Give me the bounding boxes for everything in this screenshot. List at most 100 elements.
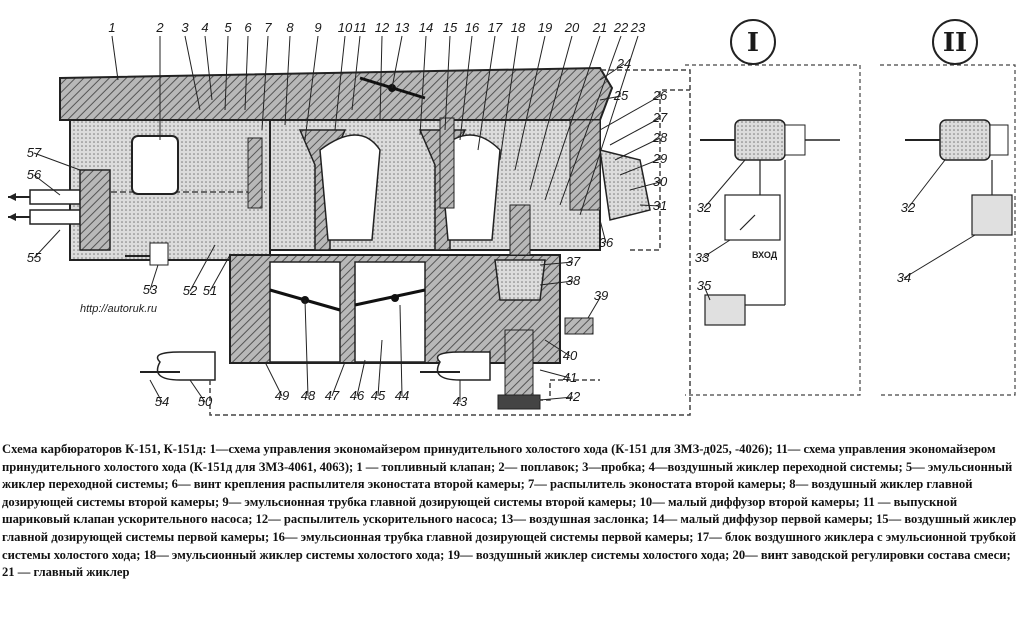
leader-15: [444, 35, 451, 131]
leader-52: [189, 244, 216, 292]
callout-15: 15: [443, 20, 458, 35]
callout-7: 7: [264, 20, 272, 35]
callout-3: 3: [181, 20, 189, 35]
callout-14: 14: [419, 20, 433, 35]
leader-38: [539, 280, 574, 286]
leader-29: [619, 158, 661, 176]
callout-32-panel-2: 32: [901, 200, 916, 215]
leader-19: [514, 35, 546, 171]
callout-26: 26: [652, 88, 668, 103]
leader-14: [419, 35, 427, 136]
leader-7: [261, 35, 269, 131]
control-scheme-panel-2: [880, 64, 1016, 396]
callout-44: 44: [395, 388, 409, 403]
callout-11: 11: [353, 20, 367, 35]
callout-34: 34: [897, 270, 911, 285]
callout-5: 5: [224, 20, 232, 35]
leader-47: [331, 361, 346, 397]
leader-3: [184, 35, 201, 111]
leader-53: [149, 264, 159, 291]
callout-17: 17: [488, 20, 503, 35]
leader-34: [903, 234, 976, 279]
panel-2-label: II: [943, 28, 967, 58]
figure-caption: Схема карбюраторов К-151, К-151д: 1—схем…: [2, 442, 1017, 580]
callout-48: 48: [301, 388, 316, 403]
callout-47: 47: [325, 388, 340, 403]
callout-16: 16: [465, 20, 480, 35]
callout-2: 2: [155, 20, 164, 35]
leader-46: [356, 359, 366, 397]
leader-23: [579, 35, 639, 216]
callout-19: 19: [538, 20, 552, 35]
leader-50: [189, 379, 206, 403]
leader-10: [334, 35, 346, 131]
callout-50: 50: [198, 394, 213, 409]
leader-1: [111, 35, 119, 81]
leader-32-panel-2: [907, 159, 946, 209]
leader-13: [391, 35, 403, 89]
panel-2-badge: [932, 19, 978, 65]
callout-6: 6: [244, 20, 252, 35]
leader-39: [587, 295, 602, 319]
leader-36: [599, 219, 607, 244]
callout-53: 53: [143, 282, 158, 297]
leader-22: [559, 35, 622, 206]
callout-57: 57: [27, 145, 42, 160]
callout-4: 4: [201, 20, 208, 35]
leader-5: [224, 35, 229, 111]
callout-37: 37: [566, 254, 581, 269]
callout-33: 33: [695, 250, 710, 265]
callout-30: 30: [653, 174, 668, 189]
callout-24: 24: [616, 56, 631, 71]
callout-49: 49: [275, 388, 289, 403]
control-scheme-panel-1: [685, 64, 861, 396]
leader-54: [149, 379, 163, 403]
callout-12: 12: [375, 20, 390, 35]
callout-36: 36: [599, 235, 614, 250]
callout-45: 45: [371, 388, 386, 403]
leader-40: [544, 339, 571, 357]
panel-1-label: I: [747, 28, 759, 58]
callout-41: 41: [563, 370, 577, 385]
leader-56: [33, 174, 61, 196]
callout-46: 46: [350, 388, 365, 403]
callout-9: 9: [314, 20, 321, 35]
leader-57: [33, 152, 81, 171]
leader-20: [529, 35, 573, 191]
leader-31: [639, 204, 661, 207]
leader-26: [599, 95, 661, 131]
callout-23: 23: [630, 20, 646, 35]
callout-54: 54: [155, 394, 169, 409]
carburetor-body: [8, 66, 691, 416]
leader-17: [477, 35, 496, 151]
leader-18: [499, 35, 519, 161]
callout-52: 52: [183, 283, 198, 298]
callout-39: 39: [594, 288, 608, 303]
callout-31: 31: [653, 198, 667, 213]
callout-1: 1: [108, 20, 115, 35]
leader-37: [539, 261, 574, 266]
leader-42: [539, 396, 574, 401]
callout-20: 20: [564, 20, 580, 35]
leader-45: [377, 339, 383, 397]
callout-8: 8: [286, 20, 294, 35]
callout-32: 32: [697, 200, 712, 215]
leader-24: [599, 63, 625, 81]
callout-56: 56: [27, 167, 42, 182]
leader-41: [539, 369, 571, 379]
callout-29: 29: [652, 151, 667, 166]
leader-8: [284, 35, 291, 126]
callout-18: 18: [511, 20, 526, 35]
leader-32: [703, 159, 746, 209]
callout-55: 55: [27, 250, 42, 265]
callout-28: 28: [652, 130, 668, 145]
leader-25: [599, 95, 622, 101]
panel-1-badge: [730, 19, 776, 65]
leader-55: [33, 229, 61, 259]
input-label: ВХОД: [752, 250, 778, 260]
leader-21: [544, 35, 601, 201]
callout-22: 22: [613, 20, 629, 35]
leader-6: [244, 35, 249, 111]
